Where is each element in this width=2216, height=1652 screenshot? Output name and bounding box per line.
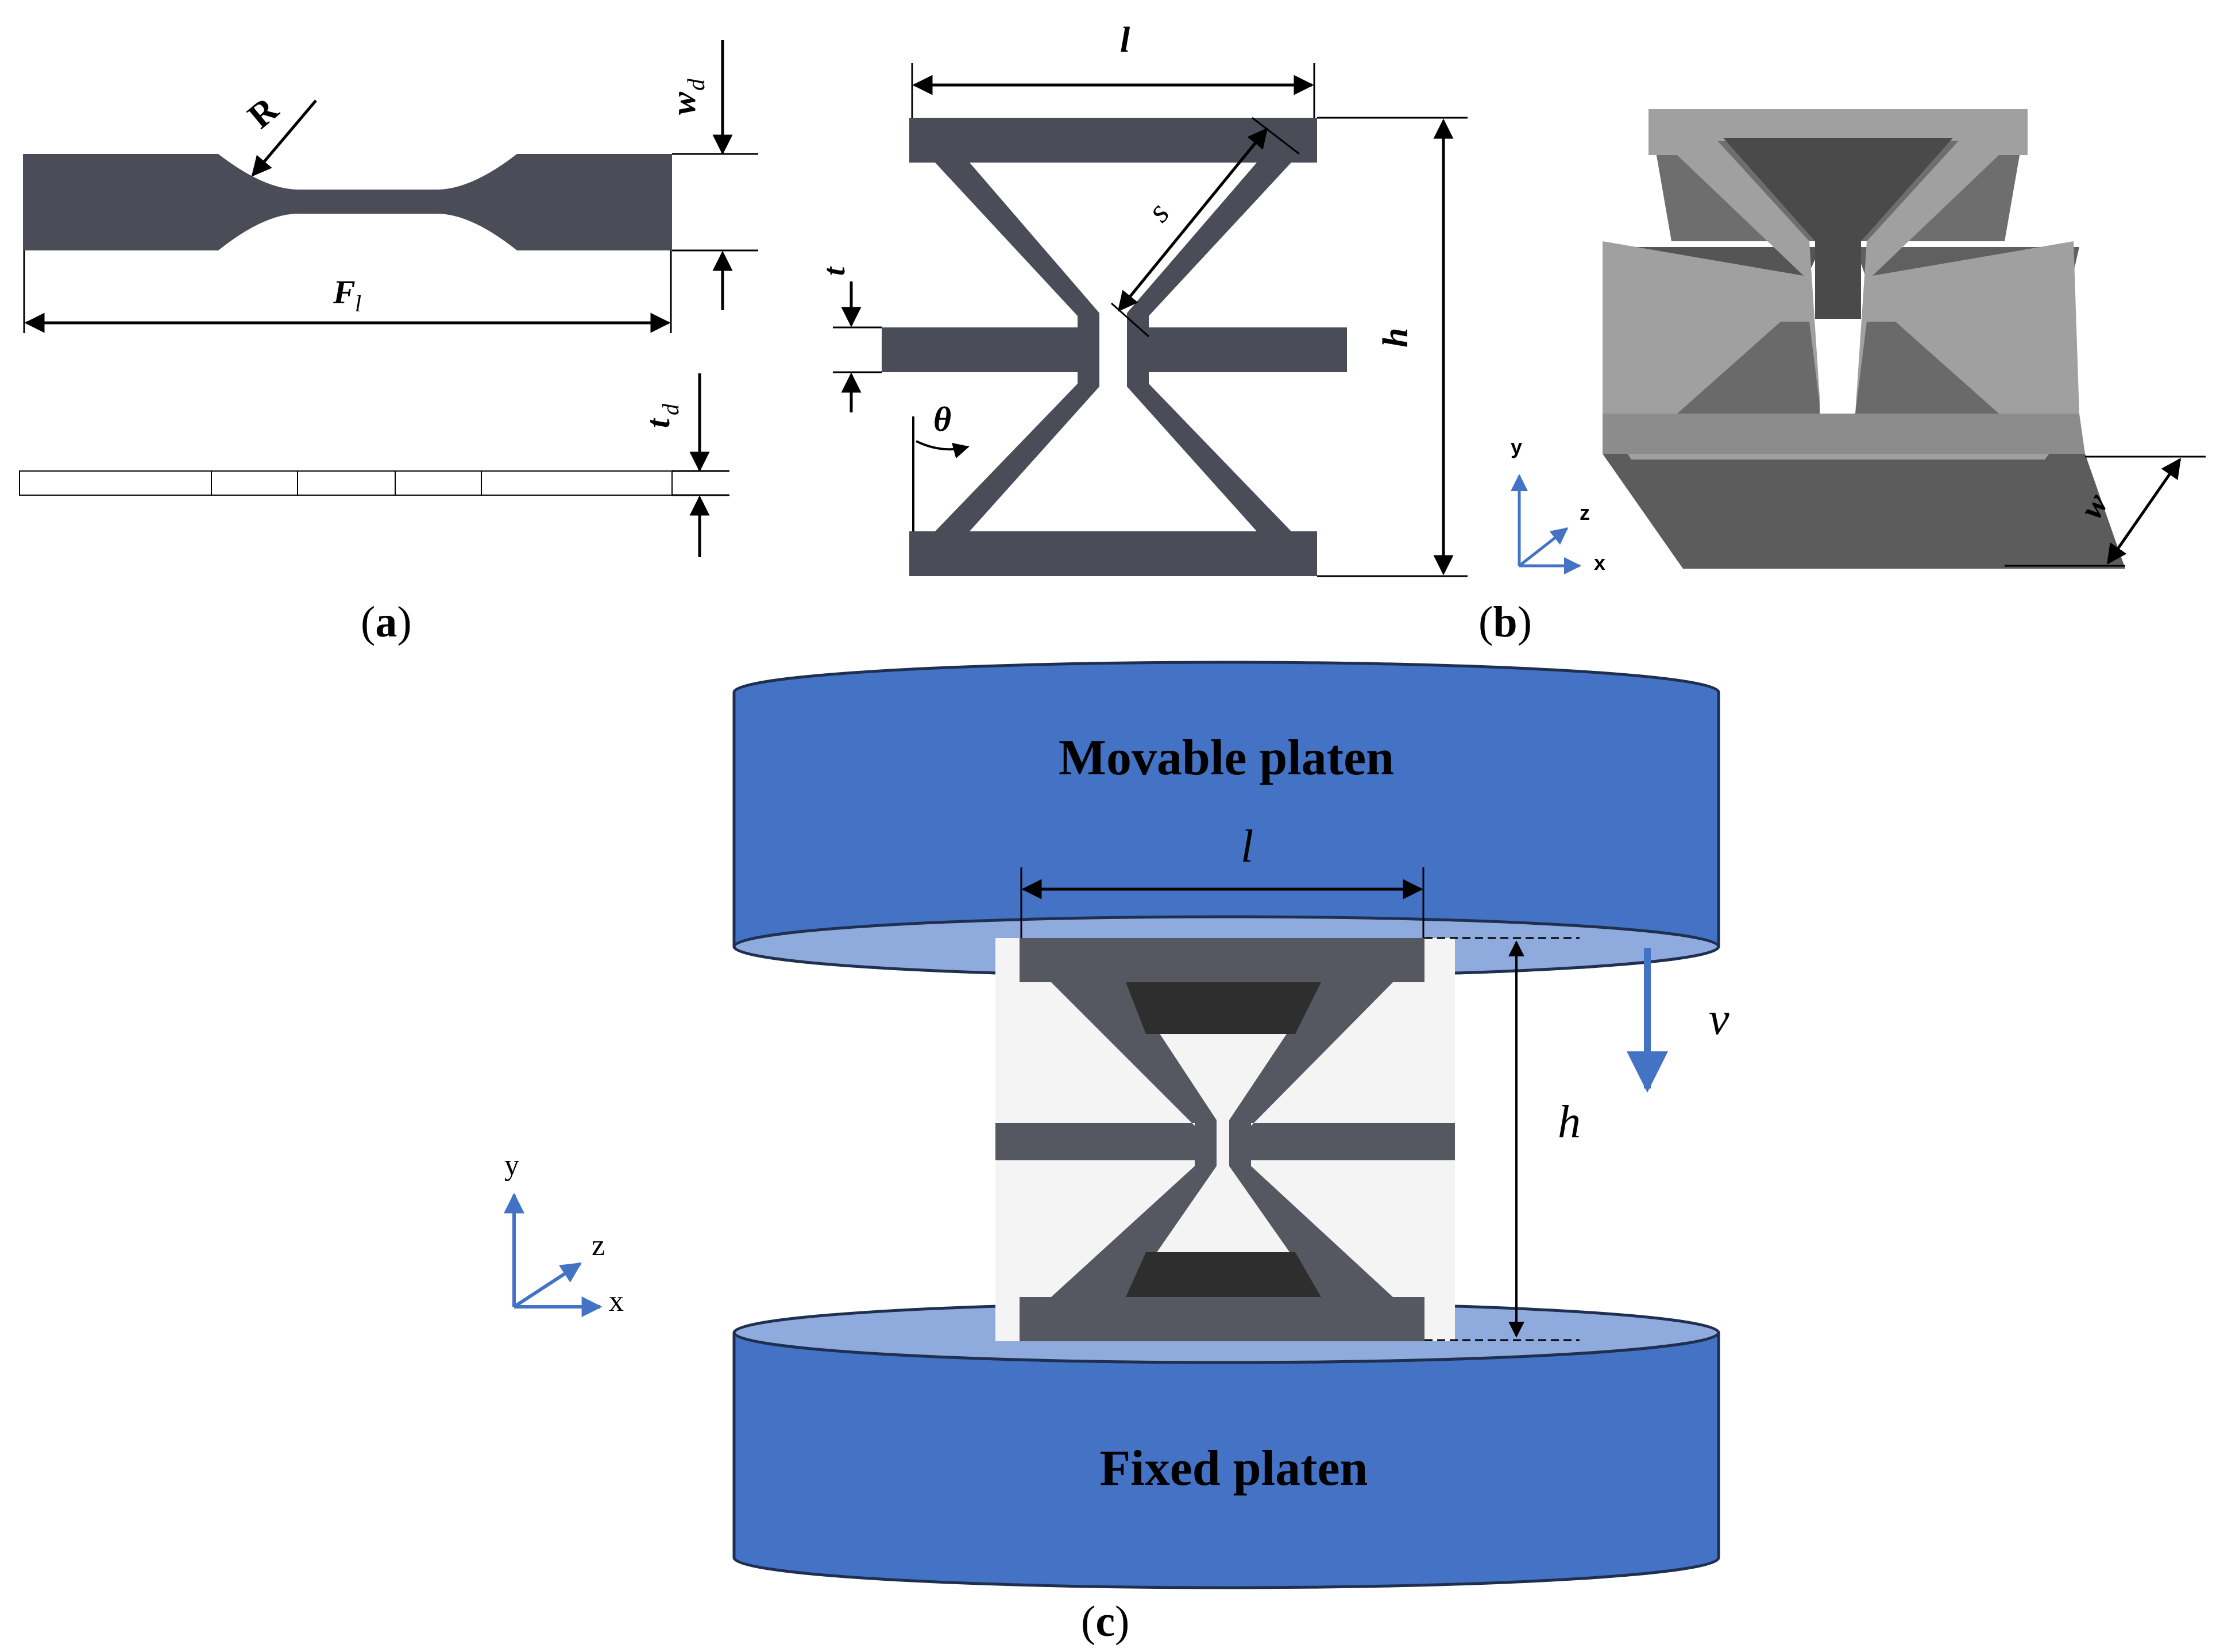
label-s: s	[1140, 195, 1176, 229]
s-extension-bottom	[1111, 302, 1149, 338]
label-wd: w	[665, 91, 702, 115]
s-dimension-line	[1117, 128, 1268, 312]
caption-a-letter: a	[375, 598, 397, 646]
s-extension-top	[1252, 117, 1300, 155]
caption-b: (b)	[1478, 598, 1532, 646]
theta-arc	[916, 440, 970, 459]
axis-x-label-c: x	[609, 1285, 624, 1318]
side-view-strip	[19, 470, 673, 496]
3d-inner-top-cavity	[1723, 138, 1953, 319]
w-dimension-line	[2106, 458, 2182, 565]
3d-front-band	[1603, 414, 2085, 454]
label-R: R	[241, 89, 286, 136]
movable-platen: Movable platen	[732, 661, 1720, 978]
re-entrant-unit-cell	[882, 118, 1347, 576]
3d-inner-lower-cavity	[1677, 322, 1999, 414]
caption-c-close: )	[1115, 1597, 1129, 1646]
caption-c-open: (	[1081, 1597, 1095, 1646]
axis-triad-b: y z x	[1511, 435, 1605, 574]
3d-center-slot	[1820, 327, 1855, 414]
axis-z-label-b: z	[1580, 501, 1590, 524]
movable-platen-label: Movable platen	[1059, 730, 1394, 786]
axis-y-label-b: y	[1511, 435, 1522, 458]
caption-b-open: (	[1478, 598, 1493, 646]
label-theta: θ	[933, 400, 951, 438]
caption-a: (a)	[361, 598, 412, 646]
caption-a-close: )	[397, 598, 411, 646]
label-Fl-sub: l	[355, 291, 361, 316]
caption-c: (c)	[1081, 1597, 1129, 1646]
label-wd-sub: d	[684, 78, 710, 91]
caption-c-letter: c	[1095, 1597, 1115, 1646]
label-td-sub: d	[658, 403, 684, 415]
specimen-inner-dark-top	[1126, 982, 1321, 1034]
axis-y-label-c: y	[504, 1149, 519, 1182]
fixed-platen: Fixed platen	[732, 1301, 1720, 1589]
3d-bottom-block	[1603, 454, 2125, 569]
dogbone-specimen	[23, 154, 672, 250]
label-td: t	[639, 418, 677, 428]
axis-x-label-b: x	[1594, 551, 1605, 574]
label-v: v	[1709, 994, 1729, 1044]
label-l-b: l	[1120, 21, 1130, 60]
panel-c: Movable platen Fixed platen l h v	[504, 661, 1729, 1646]
compression-specimen	[995, 938, 1455, 1341]
label-Fl: F	[333, 273, 356, 311]
caption-a-open: (	[361, 598, 375, 646]
fixed-platen-label: Fixed platen	[1100, 1441, 1368, 1496]
panel-b-2d: l s h t θ y z x (b)	[817, 21, 1605, 646]
specimen-inner-dark-bottom	[1126, 1252, 1321, 1297]
label-l-c: l	[1241, 821, 1253, 872]
3d-front-frame	[1603, 109, 2079, 460]
label-h-b: h	[1376, 328, 1415, 348]
label-t: t	[817, 266, 851, 276]
caption-b-letter: b	[1493, 598, 1517, 646]
caption-b-close: )	[1518, 598, 1532, 646]
radius-pointer	[251, 99, 317, 177]
label-h-c: h	[1558, 1097, 1581, 1148]
panel-a: R w d F l t d (a)	[19, 40, 758, 646]
axis-z-label-c: z	[592, 1229, 605, 1262]
panel-b-3d: w	[1603, 109, 2206, 569]
axis-triad-c: y z x	[504, 1149, 624, 1318]
